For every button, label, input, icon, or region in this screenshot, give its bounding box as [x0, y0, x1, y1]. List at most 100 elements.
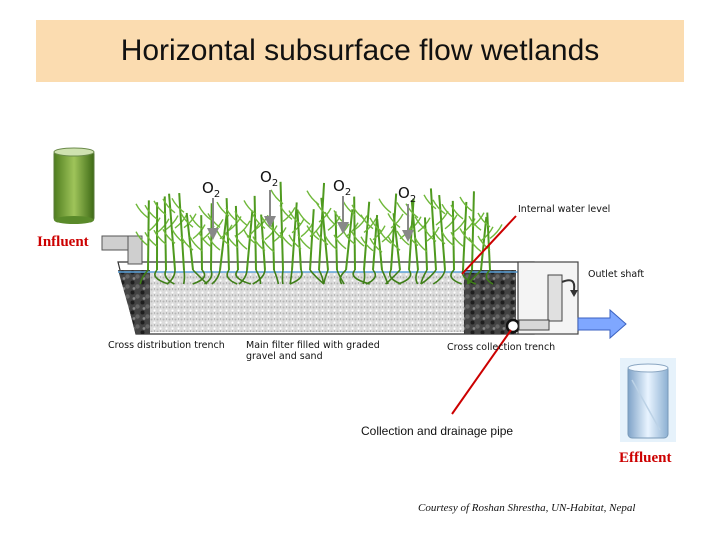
- reed-stem: [296, 209, 302, 271]
- reed-leaf: [234, 234, 248, 250]
- reed-stem: [429, 188, 437, 271]
- reed-leaf: [288, 234, 302, 250]
- reed-leaf: [264, 225, 278, 241]
- reed-stem: [168, 193, 176, 271]
- reed-leaf: [225, 233, 239, 249]
- main-filter-label: Main filter filled with graded gravel an…: [246, 340, 380, 362]
- reed-leaf: [207, 235, 221, 251]
- reed-leaf: [237, 220, 251, 236]
- plant-root: [289, 269, 293, 285]
- reed-stem: [320, 197, 329, 271]
- reed-leaf: [468, 215, 482, 231]
- reed-leaf: [180, 212, 194, 228]
- outflow-pipe: [505, 308, 627, 340]
- plant-root: [154, 269, 169, 285]
- reed-leaf: [462, 218, 476, 234]
- reed-leaf: [183, 213, 197, 229]
- reed-stem: [271, 218, 275, 271]
- plant-root: [485, 269, 494, 285]
- reed-stem: [363, 201, 371, 271]
- reed-leaf: [171, 198, 185, 213]
- reed-leaf: [369, 217, 383, 233]
- reed-leaf: [252, 236, 266, 252]
- plant-root: [235, 269, 252, 285]
- reed-leaf: [144, 204, 158, 220]
- oxygen-label-4: O2: [398, 184, 417, 205]
- reed-stem: [260, 214, 266, 271]
- plant-root: [166, 269, 176, 285]
- reed-leaf: [408, 216, 422, 232]
- plant-root: [252, 269, 266, 285]
- reed-leaf: [189, 236, 203, 252]
- slide-title: Horizontal subsurface flow wetlands: [120, 34, 600, 67]
- outflow-arrow-icon: [577, 308, 627, 340]
- reed-leaf: [153, 200, 167, 216]
- plant-root: [415, 269, 419, 285]
- plant-root: [226, 269, 238, 285]
- reed-leaf: [144, 231, 158, 247]
- reed-stem: [390, 193, 398, 271]
- title-banner: Horizontal subsurface flow wetlands: [36, 20, 684, 82]
- plant-roots: [139, 269, 494, 285]
- reed-leaf: [192, 224, 206, 240]
- oxygen-arrow-4: [402, 204, 414, 242]
- reed-stem: [486, 212, 491, 271]
- reed-leaf: [468, 237, 482, 252]
- reed-leaf: [363, 218, 377, 234]
- reed-leaf: [135, 203, 149, 219]
- reed-leaf: [369, 237, 383, 253]
- collection-pipe-pointer: [451, 329, 512, 415]
- reed-leaf: [288, 210, 302, 226]
- reed-leaf: [351, 231, 365, 247]
- reed-leaf: [297, 234, 311, 250]
- reed-stem: [376, 218, 383, 271]
- reed-leaf: [324, 235, 338, 251]
- reed-leaf: [243, 200, 257, 215]
- outlet-shaft: [517, 261, 579, 335]
- reed-leaf: [450, 231, 464, 247]
- plant-root: [289, 269, 303, 285]
- reed-stem: [246, 210, 254, 271]
- reed-leaf: [378, 228, 392, 244]
- reed-leaf: [261, 237, 275, 253]
- reed-leaf: [450, 204, 464, 220]
- reed-leaf: [405, 203, 419, 219]
- plant-root: [432, 269, 446, 285]
- reed-leaf: [315, 230, 329, 246]
- reed-leaf: [261, 216, 275, 232]
- reed-leaf: [297, 210, 311, 225]
- reed-leaf: [459, 196, 473, 212]
- reed-leaf: [345, 222, 359, 238]
- effluent-glass-icon: [620, 358, 676, 442]
- reed-leaf: [165, 215, 179, 231]
- reed-stem: [225, 198, 230, 271]
- reed-leaf: [489, 224, 503, 239]
- reed-leaf: [477, 212, 491, 228]
- reed-leaf: [171, 228, 185, 244]
- reed-leaf: [444, 214, 458, 230]
- reed-stem: [253, 195, 257, 271]
- reed-stem: [471, 191, 475, 271]
- reed-stem: [185, 212, 194, 271]
- internal-water-level-label: Internal water level: [518, 204, 611, 215]
- oxygen-arrow-1: [207, 198, 219, 240]
- reed-leaf: [378, 198, 392, 214]
- reed-leaf: [372, 225, 386, 241]
- reed-leaf: [354, 215, 368, 231]
- plant-root: [398, 269, 412, 285]
- plant-root: [461, 269, 477, 285]
- influent-label: Influent: [37, 234, 89, 250]
- reed-leaf: [360, 236, 374, 252]
- plant-root: [211, 269, 221, 285]
- plant-root: [281, 269, 284, 285]
- reed-stem: [279, 181, 284, 271]
- reed-stem: [178, 193, 185, 271]
- reed-stem: [291, 202, 298, 271]
- reed-leaf: [135, 231, 149, 247]
- reed-leaf: [390, 213, 404, 229]
- reed-leaf: [333, 234, 347, 250]
- reed-leaf: [234, 211, 248, 226]
- reed-leaf: [414, 237, 428, 253]
- reed-leaf: [270, 224, 284, 240]
